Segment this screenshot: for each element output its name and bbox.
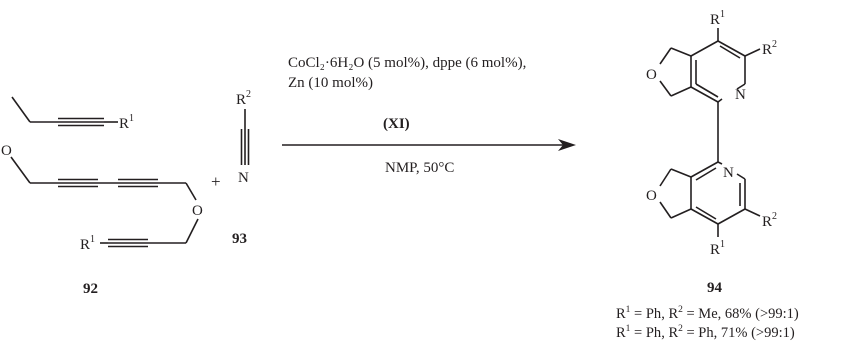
compound-number-93: 93 bbox=[232, 231, 247, 247]
conditions-label: NMP, 50°C bbox=[385, 160, 454, 176]
substituent-r1-bottom: R1 bbox=[80, 234, 95, 253]
bond bbox=[690, 86, 719, 103]
substituent-r1-bottom: R1 bbox=[710, 239, 725, 258]
compound-92-triyne: R1 O O R1 92 bbox=[1, 96, 203, 297]
bond bbox=[670, 208, 692, 219]
bond bbox=[690, 40, 719, 57]
oxygen-atom: O bbox=[1, 143, 12, 159]
bond bbox=[690, 208, 719, 225]
bond bbox=[670, 86, 692, 97]
oxygen-atom: O bbox=[646, 67, 657, 83]
bond bbox=[717, 98, 723, 103]
substituent-r2-top: R2 bbox=[762, 39, 777, 58]
oxygen-atom: O bbox=[646, 188, 657, 204]
results-list: R1 = Ph, R2 = Me, 68% (>99:1) R1 = Ph, R… bbox=[616, 305, 799, 341]
catalyst-line: CoCl₂·6H₂O (5 mol%), dppe (6 mol%), bbox=[288, 55, 526, 71]
compound-number-94: 94 bbox=[707, 280, 723, 296]
bond bbox=[736, 83, 746, 90]
bond bbox=[736, 173, 746, 180]
double-bond bbox=[719, 45, 741, 59]
arrow-head bbox=[558, 139, 576, 151]
substituent-r2: R2 bbox=[236, 89, 251, 108]
nitrogen-atom: N bbox=[723, 165, 734, 181]
bond bbox=[690, 161, 719, 178]
nitrogen-atom: N bbox=[735, 87, 746, 103]
bond bbox=[744, 48, 761, 57]
result-row-2: R1 = Ph, R2 = Ph, 71% (>99:1) bbox=[616, 324, 795, 341]
double-bond bbox=[695, 83, 719, 98]
bond bbox=[744, 208, 761, 217]
bond bbox=[717, 161, 723, 165]
additive-label: (XI) bbox=[383, 116, 410, 132]
double-bond bbox=[695, 206, 717, 220]
compound-93-nitrile: R2 N 93 bbox=[232, 89, 251, 247]
plus-sign: + bbox=[211, 172, 221, 191]
bond bbox=[185, 218, 199, 244]
bond bbox=[659, 168, 672, 187]
nitrogen-atom: N bbox=[238, 170, 249, 186]
bond bbox=[659, 201, 672, 219]
substituent-r1-top: R1 bbox=[710, 9, 725, 28]
result-row-1: R1 = Ph, R2 = Me, 68% (>99:1) bbox=[616, 305, 799, 322]
bond bbox=[670, 168, 692, 178]
oxygen-atom: O bbox=[192, 203, 203, 219]
bond bbox=[670, 47, 692, 57]
bond bbox=[717, 40, 746, 57]
bond bbox=[10, 156, 31, 184]
bond bbox=[659, 47, 672, 65]
bond bbox=[659, 80, 672, 97]
bond bbox=[11, 96, 31, 123]
substituent-r2-bottom: R2 bbox=[762, 211, 777, 230]
bond bbox=[185, 182, 197, 201]
reaction-arrow-group: CoCl₂·6H₂O (5 mol%), dppe (6 mol%), Zn (… bbox=[282, 55, 576, 176]
substituent-r1-top: R1 bbox=[119, 113, 134, 132]
compound-94-product: N O R1 R2 N O R2 R1 bbox=[646, 9, 777, 296]
compound-number-92: 92 bbox=[83, 281, 98, 297]
reductant-line: Zn (10 mol%) bbox=[288, 75, 373, 91]
bond bbox=[717, 208, 746, 225]
double-bond bbox=[695, 167, 717, 181]
